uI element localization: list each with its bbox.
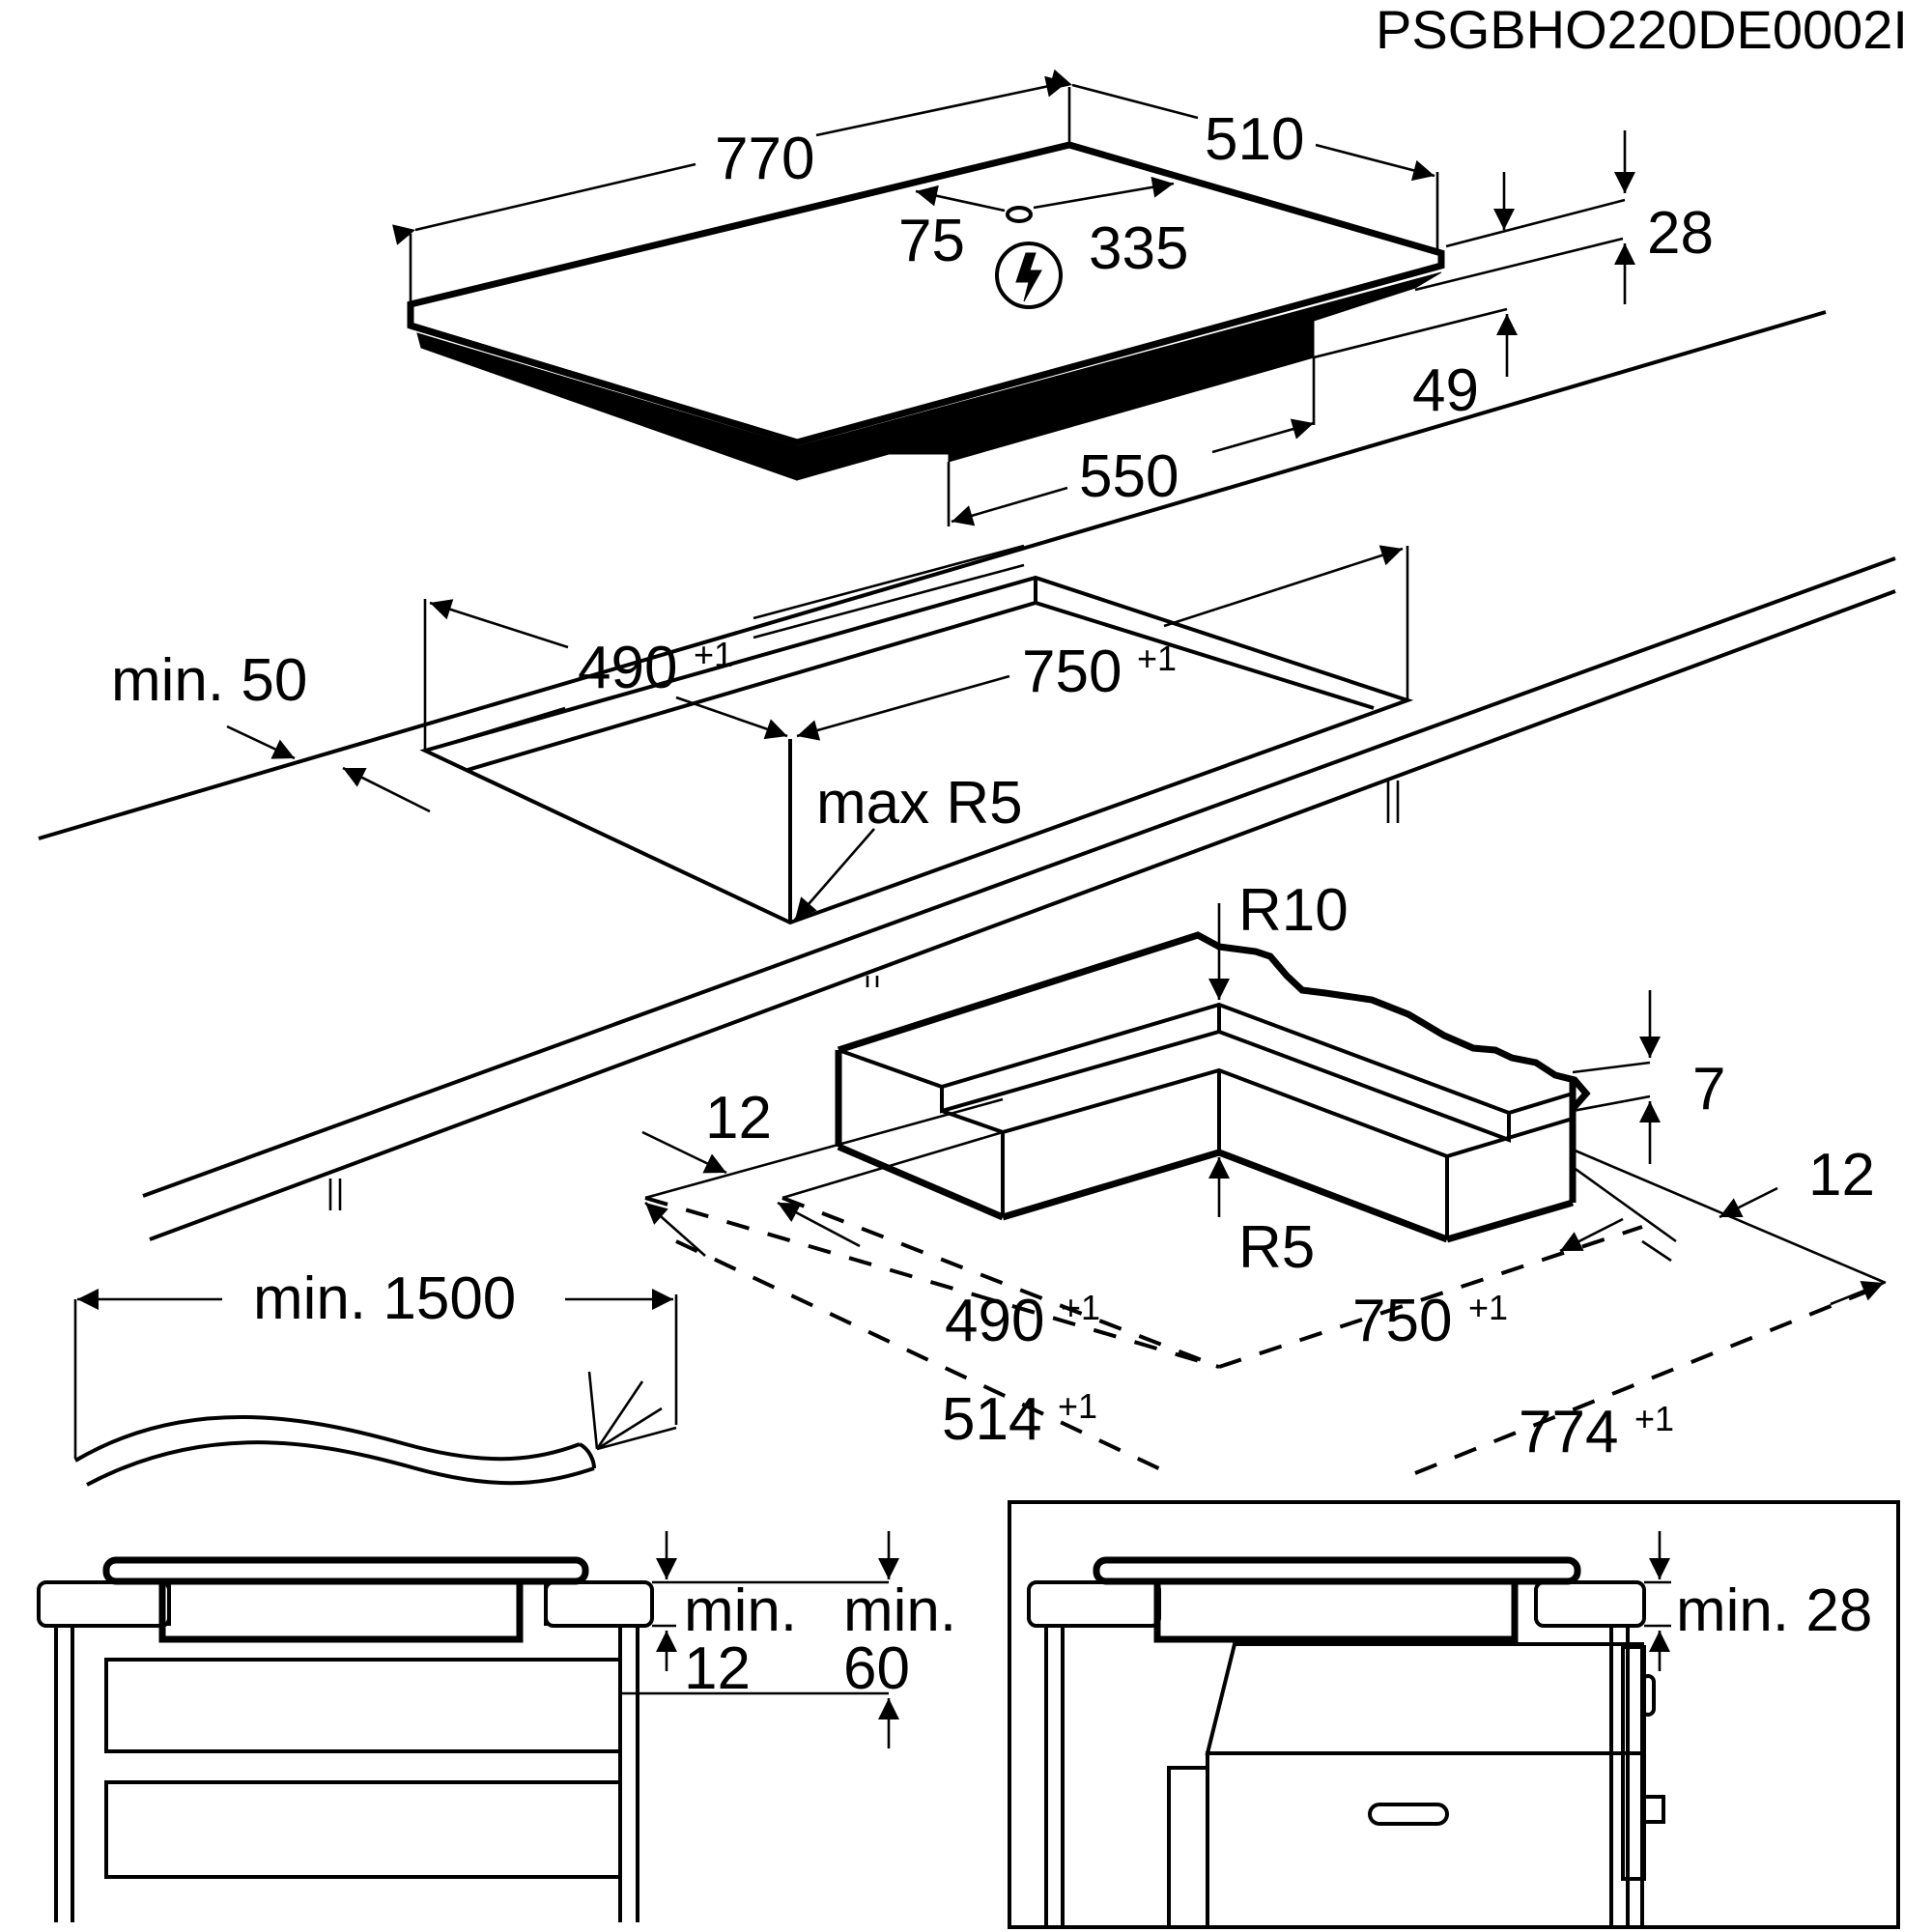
outer-width-label: 774 — [1519, 1399, 1618, 1465]
hob-dimensions — [392, 69, 1635, 526]
cutout-dimensions — [226, 544, 1404, 921]
inner-radius-label: R5 — [1238, 1214, 1315, 1281]
outer-radius-label: R10 — [1238, 877, 1349, 944]
rebate-right-label: 12 — [1808, 1142, 1875, 1208]
glass-thickness-label: 28 — [1647, 200, 1714, 267]
cutout-width-label: 750 — [1022, 639, 1122, 705]
outer-width-tol: +1 — [1634, 1399, 1674, 1438]
power-cable — [73, 1289, 678, 1487]
edge-distance-label: min. 50 — [111, 647, 307, 714]
document-code: PSGBHO220DE0002I — [1376, 0, 1908, 60]
drawer-gap-value-2: 60 — [843, 1635, 910, 1702]
oven-installation — [1008, 1500, 1900, 1929]
drawer-gap-value-1: 12 — [684, 1635, 751, 1702]
flush-cutout-dimensions — [641, 903, 1885, 1475]
cable-length-label: min. 1500 — [253, 1265, 516, 1332]
worktop-cutout — [38, 310, 1896, 1241]
hob-depth-label: 510 — [1205, 106, 1304, 173]
inner-depth-label: 490 — [945, 1288, 1044, 1354]
inner-depth-tol: +1 — [1061, 1288, 1100, 1327]
rebate-depth-label: 7 — [1692, 1056, 1725, 1122]
drawer-gap-label-1: min. — [684, 1577, 797, 1644]
hob-width-label: 770 — [715, 126, 814, 192]
flush-cutout-block — [644, 931, 1887, 1285]
corner-radius-label: max R5 — [816, 770, 1023, 837]
cable-offset-left-label: 75 — [898, 208, 965, 274]
total-height-label: 49 — [1412, 357, 1479, 424]
outer-depth-label: 514 — [942, 1386, 1041, 1453]
outer-depth-tol: +1 — [1058, 1386, 1097, 1426]
cutout-depth-label: 490 — [578, 635, 677, 701]
inner-width-tol: +1 — [1468, 1288, 1508, 1327]
oven-gap-label: min. 28 — [1676, 1577, 1872, 1644]
rebate-left-label: 12 — [705, 1085, 772, 1151]
cable-offset-right-label: 335 — [1089, 215, 1188, 282]
inner-width-label: 750 — [1352, 1288, 1452, 1354]
hob-illustration — [407, 87, 1626, 526]
cutout-width-tol: +1 — [1137, 639, 1177, 678]
drawer-installation — [37, 1531, 899, 1922]
body-depth-label: 550 — [1079, 443, 1179, 510]
electric-connection-icon — [995, 242, 1063, 309]
drawer-gap-label-2: min. — [843, 1577, 956, 1644]
cutout-depth-tol: +1 — [694, 635, 733, 674]
